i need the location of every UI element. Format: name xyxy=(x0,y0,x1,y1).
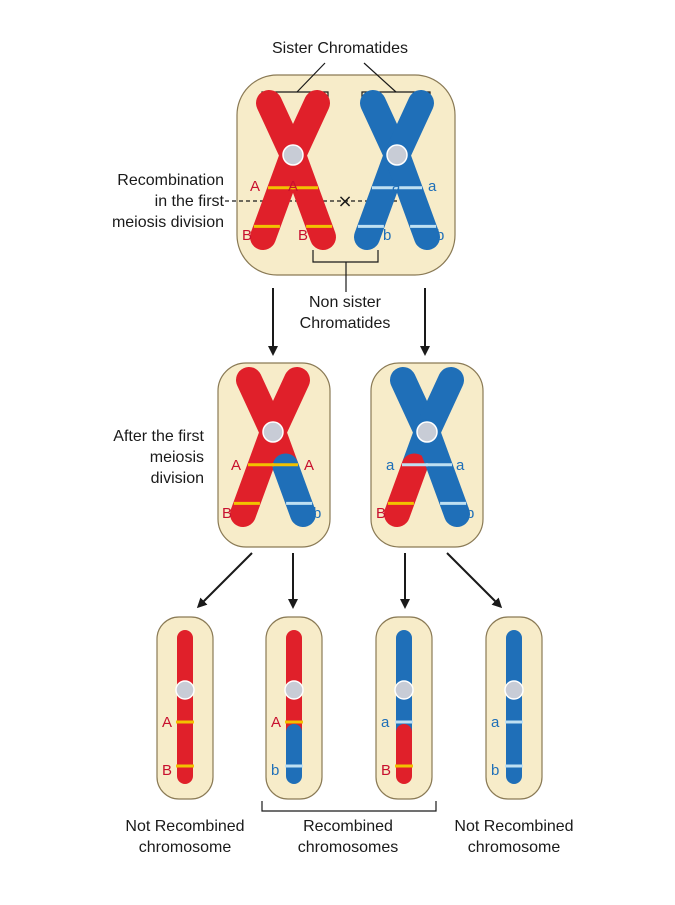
label-non-sister-chromatides: Non sister Chromatides xyxy=(299,294,391,332)
allele-mid-left-A2: A xyxy=(304,457,314,474)
allele-mid-left-b: b xyxy=(313,505,321,522)
allele-top-blue-right-a: a xyxy=(428,178,437,195)
allele-mid-right-b: b xyxy=(466,505,474,522)
crossover-mark: × xyxy=(337,191,352,212)
allele-mid-right-a2: a xyxy=(456,457,465,474)
mid-left-chromosome-right-lower-arm-b xyxy=(272,453,316,527)
allele-mid-right-a1: a xyxy=(386,457,395,474)
bottom-chromatid-2-centromere xyxy=(284,680,304,700)
allele-mid-left-B: B xyxy=(222,505,232,522)
label-not-recombined-right: Not Recombined chromosome xyxy=(454,818,574,856)
top-blue-chromosome-centromere xyxy=(386,144,408,166)
allele-bottom-4-b: b xyxy=(491,762,499,779)
allele-bottom-3-B: B xyxy=(381,762,391,779)
allele-top-blue-left-b: b xyxy=(383,227,391,244)
allele-bottom-3-a: a xyxy=(381,714,390,731)
mid-right-chromosome-right-lower-arm xyxy=(414,419,470,527)
mid-right-chromosome-left-lower-arm-b xyxy=(384,453,428,527)
allele-mid-left-A1: A xyxy=(231,457,241,474)
bottom-chromatid-3-centromere xyxy=(394,680,414,700)
allele-top-red-left-A: A xyxy=(250,178,260,195)
allele-top-red-right-A: A xyxy=(288,178,298,195)
allele-top-red-left-B: B xyxy=(242,227,252,244)
mid-right-chromosome-centromere xyxy=(416,421,438,443)
mid-left-chromosome-centromere xyxy=(262,421,284,443)
allele-mid-right-B: B xyxy=(376,505,386,522)
allele-bottom-4-a: a xyxy=(491,714,500,731)
bottom-chromatid-1-centromere xyxy=(175,680,195,700)
allele-top-blue-right-b: b xyxy=(436,227,444,244)
arrow-mid-right-to-bottom-4 xyxy=(446,552,503,609)
leader-sister-right xyxy=(363,62,397,93)
label-recombination: Recombination in the first meiosis divis… xyxy=(111,172,224,231)
top-red-chromosome-centromere xyxy=(282,144,304,166)
label-sister-chromatides: Sister Chromatides xyxy=(271,40,409,57)
arrow-mid-left-to-bottom-1 xyxy=(196,552,253,609)
allele-bottom-1-A: A xyxy=(162,714,172,731)
bracket-recombined xyxy=(261,801,437,812)
allele-bottom-1-B: B xyxy=(162,762,172,779)
bottom-chromatid-4-centromere xyxy=(504,680,524,700)
top-red-chromosome-right-lower-arm xyxy=(280,142,336,250)
allele-top-red-right-B: B xyxy=(298,227,308,244)
label-recombined: Recombined chromosomes xyxy=(297,818,399,856)
top-blue-chromosome-right-lower-arm xyxy=(384,142,440,250)
allele-bottom-2-b: b xyxy=(271,762,279,779)
allele-bottom-2-A: A xyxy=(271,714,281,731)
allele-top-blue-left-a: a xyxy=(392,178,401,195)
label-not-recombined-left: Not Recombined chromosome xyxy=(125,818,245,856)
leader-sister-left xyxy=(296,62,326,93)
label-after-first-division: After the first meiosis division xyxy=(113,428,204,487)
